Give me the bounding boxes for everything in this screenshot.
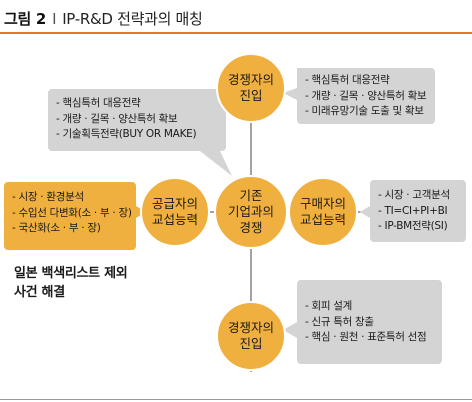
callout-top-left-text: 핵심특허 대응전략 개량 · 길목 · 양산특허 확보 기술획득전략(BUY O… <box>56 96 197 143</box>
callout-item: IP-BM전략(SI) <box>378 219 450 235</box>
figure-subject: IP-R&D 전략과의 매칭 <box>62 10 203 28</box>
callout-item: 시장 · 환경분석 <box>12 190 132 206</box>
header-rule <box>0 32 472 34</box>
figure-label: 그림 2 <box>4 10 47 28</box>
callout-item: 기술획득전략(BUY OR MAKE) <box>56 127 197 143</box>
callout-item: 핵심특허 대응전략 <box>56 96 196 112</box>
bottom-rule <box>0 399 472 400</box>
callout-item: 신규 특허 창출 <box>305 315 426 331</box>
node-left-circle <box>140 177 210 247</box>
callout-left-text: 시장 · 환경분석 수입선 다변화(소 · 부 · 장) 국산화(소 · 부 ·… <box>12 190 132 237</box>
callout-item: 핵심특허 대응전략 <box>305 73 426 89</box>
figure-header: 그림 2 I IP-R&D 전략과의 매칭 <box>0 0 472 34</box>
callout-bottom-right-text: 회피 설계 신규 특허 창출 핵심 · 원천 · 표준특허 선점 <box>305 299 427 346</box>
title-separator: I <box>52 10 57 28</box>
note-text: 일본 백색리스트 제외 사건 해결 <box>14 264 128 302</box>
node-center-circle <box>214 175 288 249</box>
note-line: 사건 해결 <box>14 285 65 300</box>
callout-right-text: 시장 · 고객분석 TI=CI+PI+BI IP-BM전략(SI) <box>378 188 451 235</box>
callout-item: TI=CI+PI+BI <box>378 204 450 220</box>
callout-item: 국산화(소 · 부 · 장) <box>12 221 132 237</box>
note-line: 일본 백색리스트 제외 <box>14 266 128 281</box>
callout-item: 미래유망기술 도출 및 확보 <box>305 104 426 120</box>
callout-item: 핵심 · 원천 · 표준특허 선점 <box>305 330 427 346</box>
node-top-circle <box>216 53 286 123</box>
figure-title: 그림 2 I IP-R&D 전략과의 매칭 <box>4 8 203 29</box>
node-right-circle <box>288 177 358 247</box>
callout-item: 개량 · 길목 · 양산특허 확보 <box>305 89 427 105</box>
callout-item: 수입선 다변화(소 · 부 · 장) <box>12 206 132 222</box>
callout-item: 개량 · 길목 · 양산특허 확보 <box>56 112 196 128</box>
callout-item: 회피 설계 <box>305 299 426 315</box>
callout-top-right-text: 핵심특허 대응전략 개량 · 길목 · 양산특허 확보 미래유망기술 도출 및 … <box>305 73 427 120</box>
node-bottom-circle <box>216 301 286 371</box>
callout-item: 시장 · 고객분석 <box>378 188 451 204</box>
